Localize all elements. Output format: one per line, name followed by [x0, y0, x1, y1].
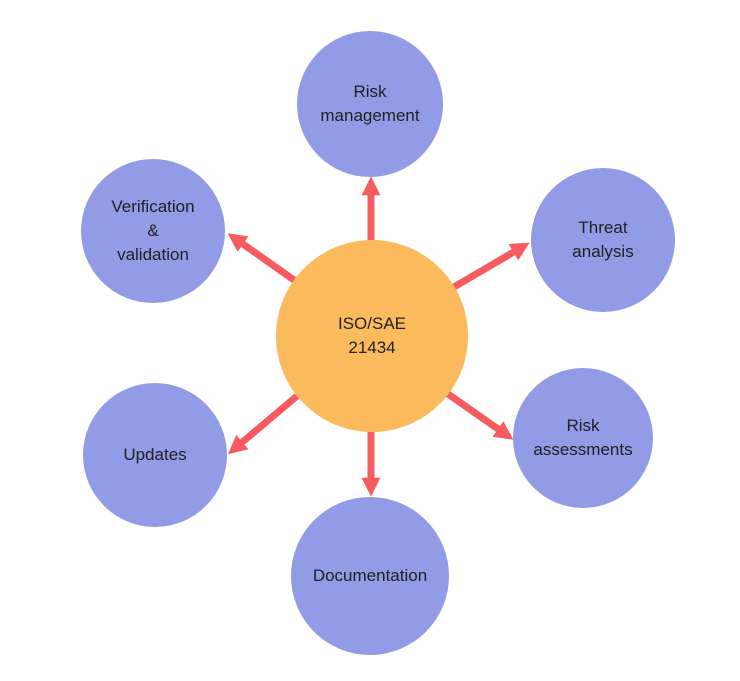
node-documentation: Documentation: [291, 497, 449, 655]
node-threat-analysis-label: Threat analysis: [572, 217, 634, 261]
node-risk-management: Risk management: [297, 31, 443, 177]
hub-label: ISO/SAE 21434: [337, 313, 407, 357]
node-verification-validation: Verification & validation: [81, 159, 225, 303]
arrow-to-risk-assessments: [445, 391, 514, 440]
node-risk-management-label: Risk management: [320, 81, 420, 125]
node-updates: Updates: [83, 383, 227, 527]
arrow-to-threat-analysis: [452, 242, 530, 291]
node-updates-label: Updates: [123, 444, 187, 464]
arrow-to-verification-validation: [227, 233, 297, 283]
arrow-to-updates: [227, 393, 300, 455]
node-documentation-label: Documentation: [312, 565, 428, 585]
node-threat-analysis: Threat analysis: [531, 168, 675, 312]
hub-node-iso-sae-21434: ISO/SAE 21434: [276, 240, 468, 432]
node-risk-assessments-label: Risk assessments: [533, 415, 633, 459]
node-risk-assessments: Risk assessments: [513, 368, 653, 508]
node-verification-validation-label: Verification & validation: [111, 196, 195, 265]
